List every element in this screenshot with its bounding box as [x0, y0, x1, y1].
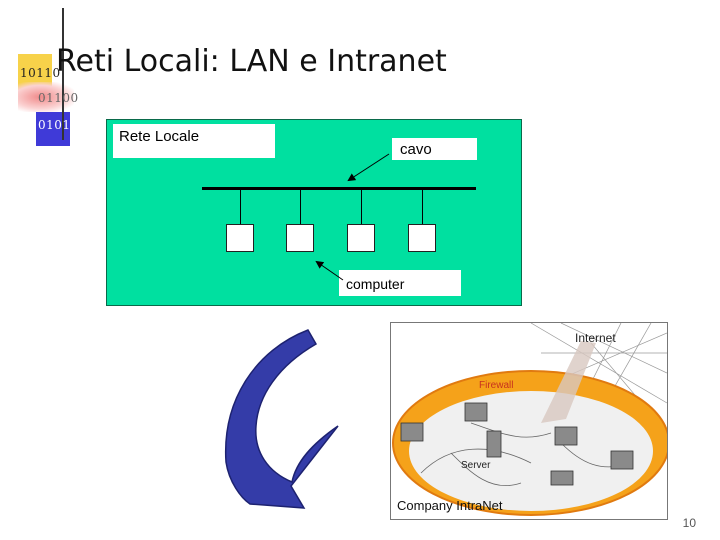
slide-title: Reti Locali: LAN e Intranet — [56, 44, 447, 79]
computer-pointer-arrow — [315, 260, 344, 281]
drop-line — [361, 189, 362, 224]
company-intranet-label: Company IntraNet — [397, 498, 503, 513]
logo-bits-2: 01100 — [38, 91, 79, 105]
internet-label: Internet — [575, 331, 616, 345]
page-number: 10 — [682, 516, 696, 530]
logo: 10110 01100 01011 — [18, 8, 98, 146]
logo-bits-3: 01011 — [38, 118, 79, 132]
drop-line — [300, 189, 301, 224]
intranet-illustration: Internet Firewall Server Company IntraNe… — [390, 322, 668, 520]
logo-red-glow — [18, 82, 74, 112]
drop-line — [422, 189, 423, 224]
pointer-arrows — [315, 153, 390, 281]
server-label: Server — [461, 460, 491, 471]
firewall-label: Firewall — [479, 380, 514, 391]
logo-vertical-line — [62, 8, 64, 140]
curved-arrow-icon — [224, 329, 339, 509]
computer-node — [226, 224, 254, 252]
computer-node — [286, 224, 314, 252]
cable-pointer-arrow — [347, 153, 390, 182]
network-label: Rete Locale — [113, 124, 275, 158]
computer-node — [347, 224, 375, 252]
cable-label: cavo — [392, 138, 477, 160]
intranet-graphic — [392, 323, 667, 516]
logo-bits-1: 10110 — [20, 66, 61, 80]
lan-diagram: Rete Locale cavo computer — [106, 119, 522, 306]
logo-blue-square — [36, 112, 70, 146]
computer-label: computer — [339, 270, 461, 296]
network-bus-cable — [202, 187, 476, 190]
computer-node — [408, 224, 436, 252]
drop-line — [240, 189, 241, 224]
